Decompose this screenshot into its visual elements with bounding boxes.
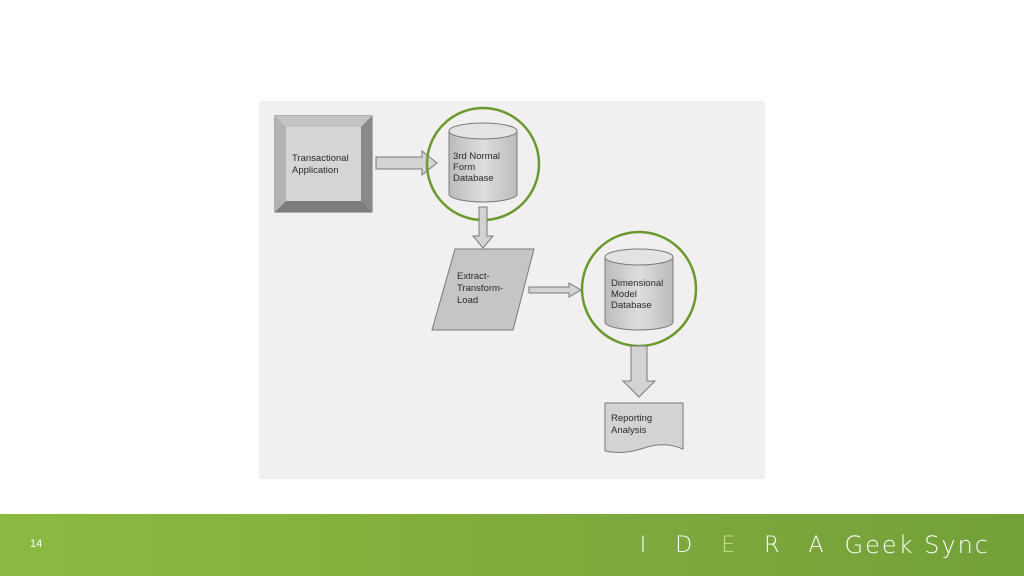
logo-letter-r: R (764, 532, 791, 558)
etl-flow-diagram: Transactional Application 3rd Normal For… (274, 106, 698, 453)
dimensional-model-database-line-1: Dimensional (611, 278, 663, 289)
idera-logo: I D E R A (640, 533, 835, 558)
dimensional-model-database-label: Dimensional Model Database (611, 278, 666, 311)
normal-form-database-line-1: 3rd Normal (453, 151, 500, 162)
reporting-analysis-line-2: Analysis (611, 425, 647, 436)
etl-line-3: Load (457, 295, 478, 306)
normal-form-database-line-3: Database (453, 173, 494, 184)
footer-bar: 14 I D E R A Geek Sync (0, 514, 1024, 576)
normal-form-database-line-2: Form (453, 162, 475, 173)
logo-letter-d: D (675, 532, 704, 558)
transactional-application-line-2: Application (292, 165, 338, 176)
transactional-application-box: Transactional Application (274, 115, 373, 213)
normal-form-database-label: 3rd Normal Form Database (453, 151, 503, 184)
arrow-3nf-to-etl (471, 206, 495, 249)
diagram-panel: Transactional Application 3rd Normal For… (259, 101, 765, 479)
dimensional-model-database-cylinder: Dimensional Model Database (604, 248, 674, 331)
etl-line-2: Transform- (457, 283, 503, 294)
normal-form-database-cylinder: 3rd Normal Form Database (448, 122, 518, 203)
etl-parallelogram: Extract- Transform- Load (431, 248, 535, 331)
reporting-analysis-line-1: Reporting (611, 413, 652, 424)
transactional-application-label: Transactional Application (292, 153, 351, 176)
brand-product-name: Geek Sync (844, 531, 990, 559)
reporting-analysis-document: Reporting Analysis (604, 402, 684, 453)
etl-line-1: Extract- (457, 271, 490, 282)
transactional-application-line-1: Transactional (292, 153, 349, 164)
arrow-etl-to-dimensional (528, 282, 582, 298)
reporting-analysis-label: Reporting Analysis (611, 413, 655, 436)
arrow-app-to-3nf (375, 149, 438, 177)
logo-letter-e: E (721, 532, 747, 558)
dimensional-model-database-line-2: Model (611, 289, 637, 300)
logo-letter-i: I (639, 532, 658, 558)
dimensional-model-database-line-3: Database (611, 300, 652, 311)
arrow-dimensional-to-reporting (621, 345, 657, 398)
page-number: 14 (30, 538, 43, 550)
logo-letter-a: A (808, 532, 835, 558)
brand-wordmark: I D E R A Geek Sync (640, 530, 990, 560)
etl-label: Extract- Transform- Load (457, 271, 506, 306)
